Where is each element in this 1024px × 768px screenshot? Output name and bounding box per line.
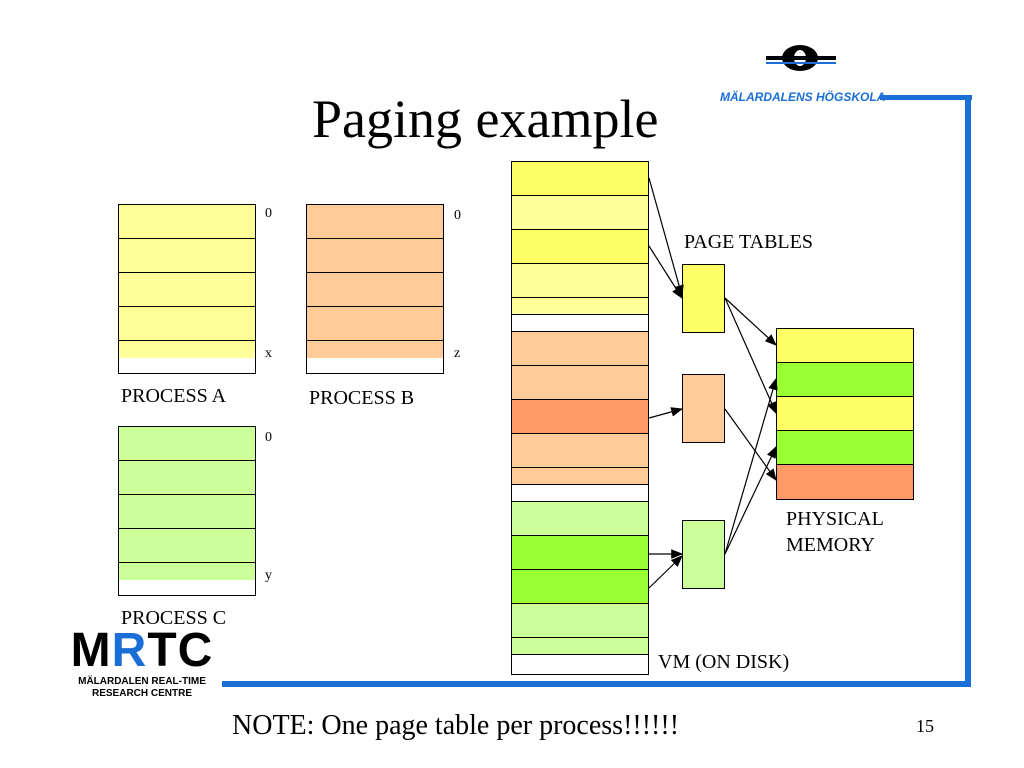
process-c-page [119,427,255,461]
page-table-b [682,374,725,443]
process-a-label: PROCESS A [121,385,227,407]
process-a-end: x [265,346,272,361]
frame [777,363,913,397]
arrow-pt-c-to-frame-2 [724,377,778,555]
vm-page-partial [512,468,648,485]
process-b-label: PROCESS B [309,387,415,409]
mrtc-letter-r: R [111,624,148,677]
slide-title: Paging example [312,89,659,149]
vm-page [512,264,648,298]
university-name: MÄLARDALENS HÖGSKOLA [720,90,886,104]
process-a-start: 0 [265,206,272,221]
frame-line-right [965,95,971,687]
process-b-page-partial [307,341,443,358]
vm-page [512,536,648,570]
mrtc-logo: MRTC MÄLARDALEN REAL-TIME RESEARCH CENTR… [62,626,222,700]
vm-page [512,332,648,366]
frame [777,431,913,465]
vm-disk-stack [511,161,649,675]
vm-page [512,570,648,604]
process-c-page [119,495,255,529]
vm-page [512,502,648,536]
mrtc-letters-tc: TC [147,624,214,677]
frame-line-bottom [222,681,971,687]
university-emblem-icon [766,45,836,71]
frame [777,329,913,363]
arrow-pt-c-to-frame-4 [724,445,777,555]
page-table-c [682,520,725,589]
mrtc-subtitle-line2: RESEARCH CENTRE [91,688,192,699]
mrtc-subtitle-line1: MÄLARDALEN REAL-TIME [78,676,206,687]
vm-page [512,162,648,196]
process-a-page [119,239,255,273]
mrtc-wordmark: MRTC [62,626,222,676]
process-c-stack [118,426,256,596]
process-c-page [119,529,255,563]
arrow-vm-to-pt-a-2 [648,245,683,300]
vm-page [512,196,648,230]
physical-memory-stack [776,328,914,500]
vm-gap [512,315,648,332]
process-b-page [307,239,443,273]
process-b-stack [306,204,444,374]
slide-note: NOTE: One page table per process!!!!!! [232,710,680,741]
frame [777,397,913,431]
vm-gap [512,655,648,670]
process-a-stack [118,204,256,374]
arrow-vm-to-pt-b [648,407,684,419]
vm-page [512,434,648,468]
physical-memory-label-line1: PHYSICAL [786,508,884,530]
process-c-page-partial [119,563,255,580]
process-a-page [119,205,255,239]
process-a-page [119,273,255,307]
physical-memory-label-line2: MEMORY [786,534,875,556]
process-c-start: 0 [265,430,272,445]
page-number: 15 [916,716,934,736]
vm-page [512,400,648,434]
vm-page-partial [512,638,648,655]
arrow-vm-to-pt-c-2 [648,555,683,589]
arrow-pt-a-to-frame-3 [724,297,777,415]
process-c-label: PROCESS C [121,607,227,629]
vm-label: VM (ON DISK) [658,651,790,673]
process-b-page [307,205,443,239]
process-b-end: z [454,346,461,361]
process-b-page [307,273,443,307]
page-table-a [682,264,725,333]
vm-gap [512,485,648,502]
vm-page [512,366,648,400]
mrtc-letter-m: M [70,624,112,677]
page-tables-label: PAGE TABLES [684,231,813,253]
process-a-page [119,307,255,341]
frame [777,465,913,499]
process-b-start: 0 [454,208,461,223]
process-c-end: y [265,568,272,583]
arrow-pt-a-to-frame-1 [724,297,777,346]
process-b-page [307,307,443,341]
arrow-pt-b-to-frame-5 [724,408,777,481]
process-a-page-partial [119,341,255,358]
arrow-vm-to-pt-a-1 [648,177,684,298]
vm-page [512,230,648,264]
frame-line-top [880,95,972,100]
university-logo [760,34,870,84]
vm-page-partial [512,298,648,315]
process-c-page [119,461,255,495]
vm-page [512,604,648,638]
